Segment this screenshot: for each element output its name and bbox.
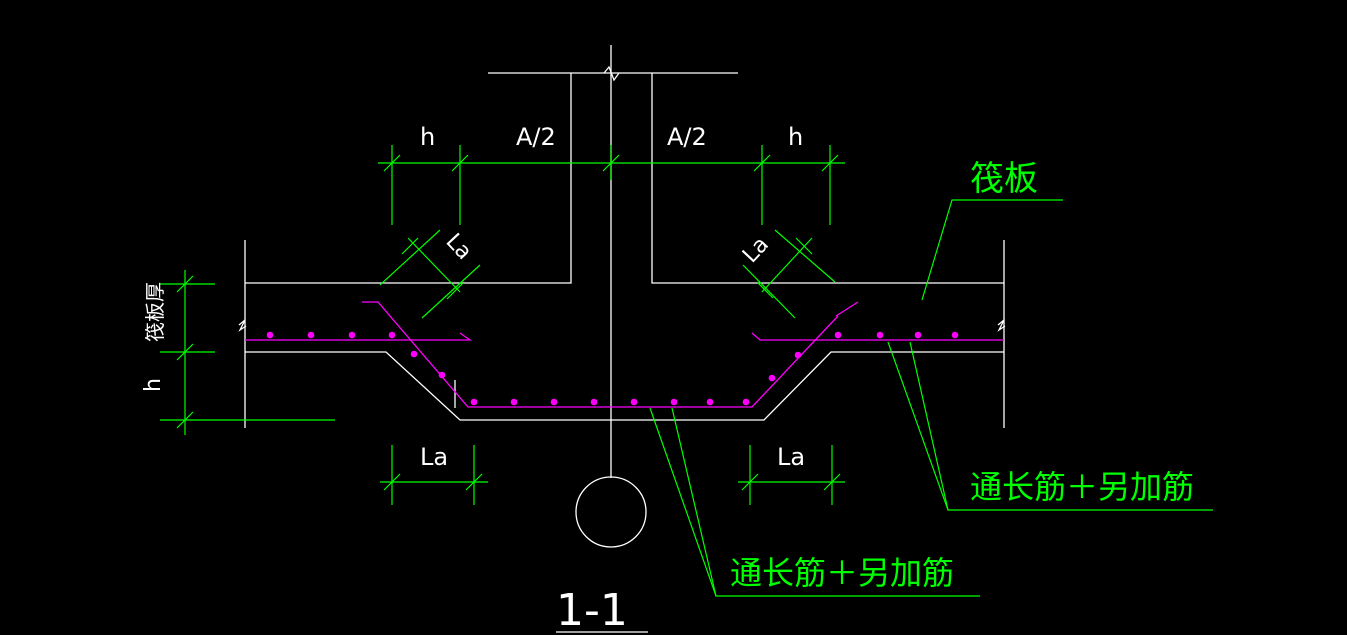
dim-label-la-bottom-left: La bbox=[420, 443, 448, 471]
raft-thickness-label: 筏板厚 bbox=[143, 282, 167, 342]
rebar-dot bbox=[876, 331, 884, 339]
rebar-dot bbox=[768, 374, 776, 382]
dim-label-a2-right: A/2 bbox=[667, 123, 707, 151]
dim-label-la-diag-left: La bbox=[441, 229, 477, 265]
rebar-dot bbox=[266, 331, 274, 339]
rebar-dot bbox=[510, 398, 518, 406]
section-title: 1-1 bbox=[556, 585, 628, 635]
dimension-lines bbox=[160, 145, 1213, 597]
dim-label-la-bottom-right: La bbox=[777, 443, 805, 471]
dim-label-h-right: h bbox=[788, 123, 803, 151]
rebar-dot bbox=[630, 398, 638, 406]
dim-label-h-vertical: h bbox=[141, 378, 166, 392]
rebar-dot bbox=[742, 398, 750, 406]
rebar-dot bbox=[914, 331, 922, 339]
rebar-callout-right: 通长筋＋另加筋 bbox=[970, 468, 1194, 506]
rebar-lines bbox=[245, 301, 1004, 408]
rebar-dot bbox=[834, 331, 842, 339]
rebar-dot bbox=[438, 371, 446, 379]
rebar-callout-bottom: 通长筋＋另加筋 bbox=[730, 554, 954, 592]
rebar-dot bbox=[670, 398, 678, 406]
dim-label-la-diag-right: La bbox=[738, 232, 774, 268]
rebar-dots bbox=[266, 331, 959, 406]
rebar-dot bbox=[348, 331, 356, 339]
callout-labels: 筏板 通长筋＋另加筋 通长筋＋另加筋 bbox=[730, 159, 1194, 592]
dimension-labels: h A/2 A/2 h La La h 筏板厚 La La bbox=[141, 123, 805, 471]
rebar-dot bbox=[590, 398, 598, 406]
rebar-dot bbox=[410, 350, 418, 358]
raft-callout-label: 筏板 bbox=[970, 159, 1038, 199]
dim-label-a2-left: A/2 bbox=[516, 123, 556, 151]
rebar-dot bbox=[388, 331, 396, 339]
rebar-dot bbox=[794, 351, 802, 359]
dim-label-h-left: h bbox=[420, 123, 435, 151]
rebar-dot bbox=[706, 398, 714, 406]
rebar-dot bbox=[307, 331, 315, 339]
rebar-dot bbox=[951, 331, 959, 339]
rebar-dot bbox=[470, 398, 478, 406]
structure-outline bbox=[238, 45, 1006, 633]
rebar-dot bbox=[550, 398, 558, 406]
